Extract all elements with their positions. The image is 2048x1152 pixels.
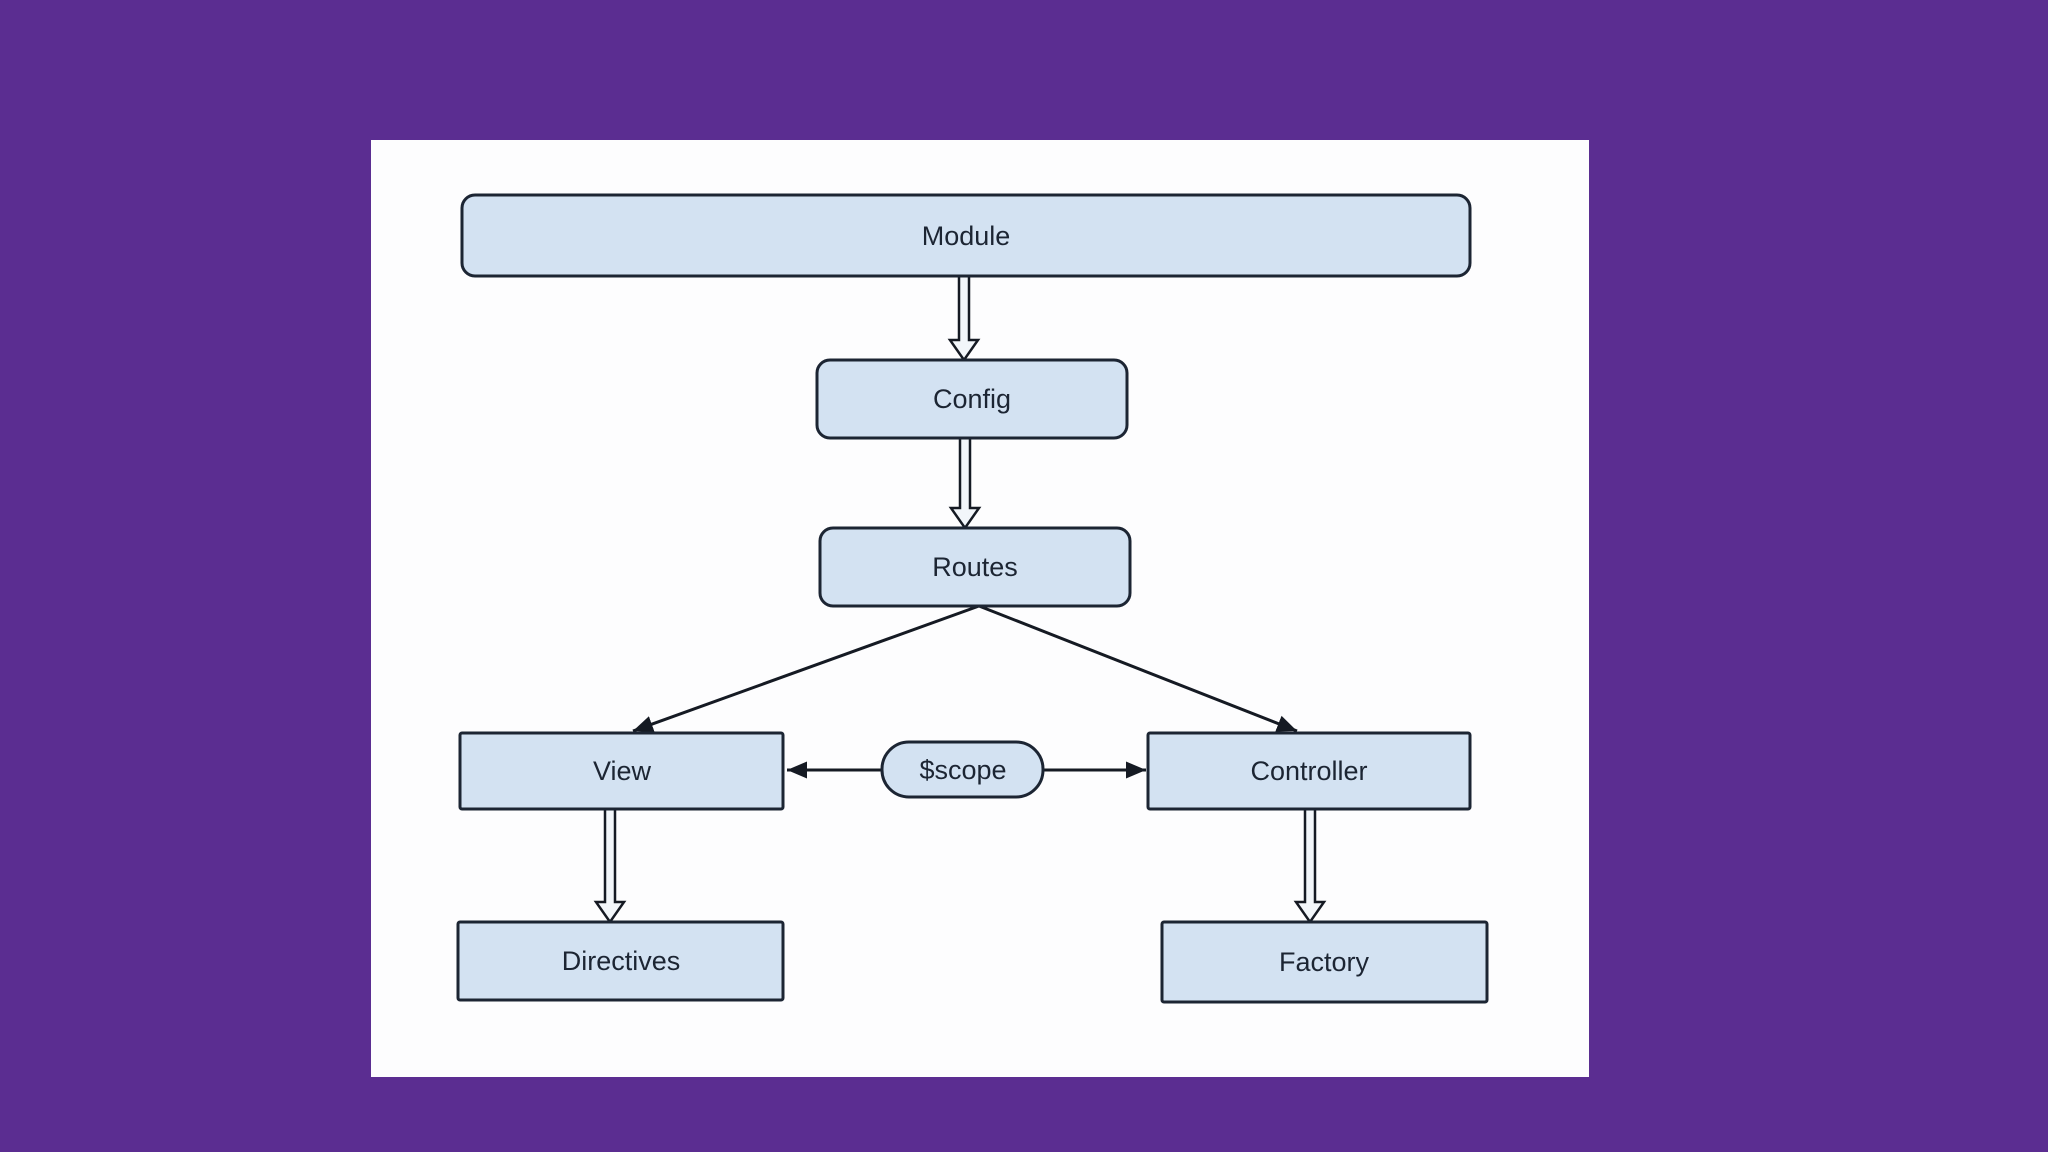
node-controller: Controller — [1146, 731, 1472, 811]
node-scope: $scope — [880, 740, 1045, 799]
node-config: Config — [815, 358, 1129, 440]
edge-controller-factory — [1293, 807, 1327, 925]
factory-box — [1160, 920, 1489, 1004]
diagram-canvas: Module Config Routes View $scope Control… — [371, 140, 1589, 1077]
view-label: View — [593, 756, 652, 786]
node-module: Module — [460, 193, 1472, 278]
angular-architecture-diagram: Module Config Routes View $scope Control… — [456, 193, 1489, 1004]
node-factory: Factory — [1160, 920, 1489, 1004]
controller-box — [1146, 731, 1472, 811]
directives-box — [456, 920, 785, 1002]
node-directives: Directives — [456, 920, 785, 1002]
edge-routes-view — [632, 604, 980, 733]
edge-module-config — [947, 274, 981, 363]
config-label: Config — [933, 384, 1011, 414]
directives-label: Directives — [562, 946, 681, 976]
module-label: Module — [922, 221, 1011, 251]
controller-label: Controller — [1250, 756, 1367, 786]
view-box — [458, 731, 785, 811]
node-routes: Routes — [818, 526, 1132, 608]
config-box — [815, 358, 1129, 440]
edge-config-routes — [948, 436, 982, 531]
routes-label: Routes — [932, 552, 1018, 582]
scope-pill — [880, 740, 1045, 799]
edge-routes-controller — [978, 604, 1298, 733]
factory-label: Factory — [1279, 947, 1370, 977]
node-view: View — [458, 731, 785, 811]
module-box — [460, 193, 1472, 278]
edge-view-directives — [593, 807, 627, 925]
routes-box — [818, 526, 1132, 608]
scope-label: $scope — [919, 755, 1006, 785]
